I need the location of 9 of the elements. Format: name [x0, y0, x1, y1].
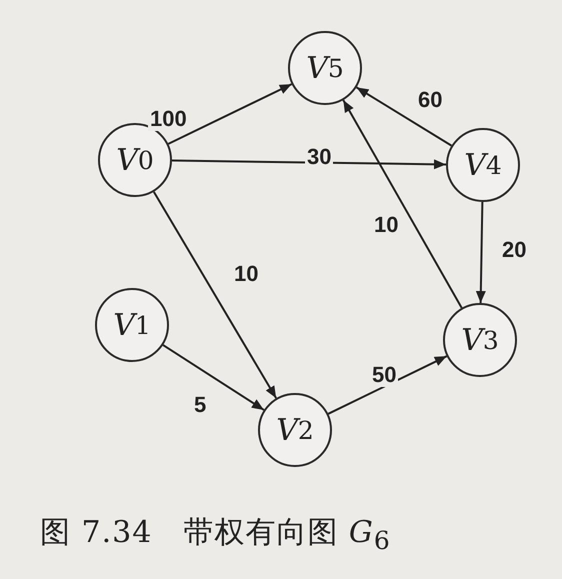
arrow [153, 191, 277, 399]
arrow [162, 344, 264, 411]
arrow [342, 100, 463, 308]
arrow [168, 83, 292, 145]
arrow [172, 159, 446, 170]
figure-caption: 图 7.34 带权有向图 G$_{6}$ [40, 514, 392, 555]
arrow [328, 355, 448, 415]
arrow [356, 86, 452, 146]
arrow [476, 202, 486, 304]
